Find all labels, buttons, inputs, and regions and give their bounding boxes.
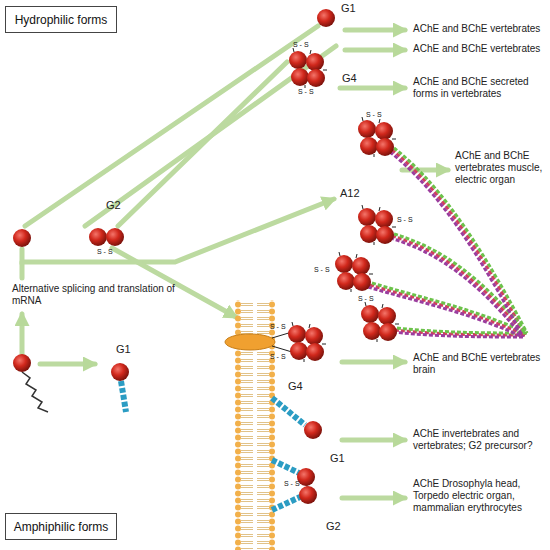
bond-label: S - S (270, 323, 286, 331)
membrane-anchor (225, 334, 275, 350)
peptide-tail (22, 372, 48, 412)
description-text: AChE and BChE vertebrates muscle, electr… (455, 150, 548, 186)
form-label: A12 (340, 187, 360, 200)
category-box: Amphiphilic forms (5, 513, 117, 540)
description-text: AChE and BChE vertebrates (413, 23, 548, 35)
bond-label: S - S (293, 41, 309, 49)
category-box: Hydrophilic forms (5, 6, 117, 33)
form-label: G1 (341, 2, 356, 15)
box-title: Amphiphilic forms (14, 520, 109, 534)
description-text: AChE invertebrates and vertebrates; G2 p… (413, 428, 548, 452)
bond-label: S - S (397, 216, 413, 224)
hydrophobic-helix (121, 381, 305, 510)
process-note: Alternative splicing and translation of … (12, 283, 192, 307)
form-label: G4 (342, 72, 357, 85)
form-label: G2 (326, 520, 341, 533)
bond-label: S - S (314, 266, 330, 274)
description-text: AChE and BChE vertebrates (413, 43, 548, 55)
enzyme-subunit (13, 9, 399, 504)
description-text: AChE Drosophyla head, Torpedo electric o… (413, 478, 548, 514)
form-label: G4 (288, 380, 303, 393)
form-label: G1 (116, 343, 131, 356)
form-label: G1 (330, 452, 345, 465)
description-text: AChE and BChE secreted forms in vertebra… (413, 76, 548, 100)
bond-label: S - S (97, 248, 113, 256)
bond-label: S - S (284, 480, 300, 488)
description-text: AChE and BChE vertebrates brain (413, 352, 548, 376)
bond-label: S - S (358, 295, 374, 303)
bond-label: S - S (298, 88, 314, 96)
form-label: G2 (106, 199, 121, 212)
box-title: Hydrophilic forms (15, 13, 108, 27)
bond-label: S - S (270, 353, 286, 361)
bond-label: S - S (366, 111, 382, 119)
